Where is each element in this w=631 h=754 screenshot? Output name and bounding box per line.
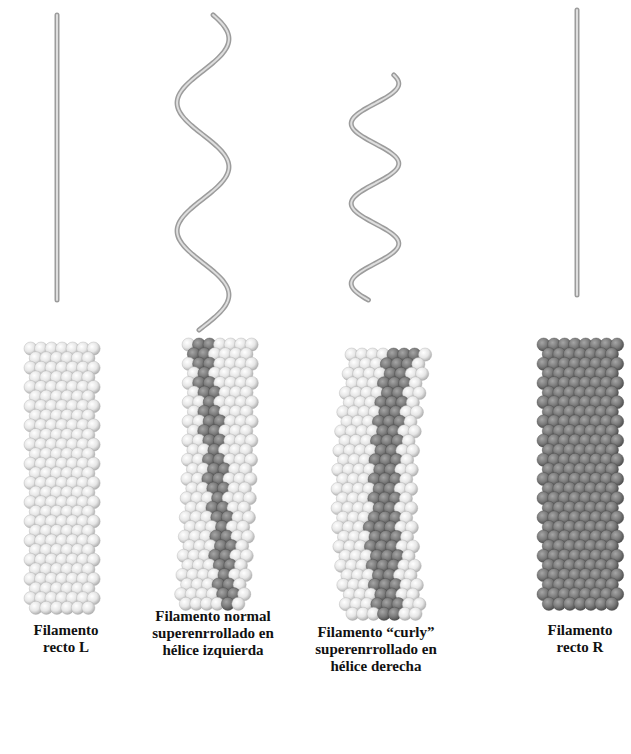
subunit-sphere bbox=[605, 597, 618, 610]
straight-filament-axis bbox=[55, 15, 60, 300]
straight-filament-axis bbox=[575, 10, 580, 295]
straight-l-filament-model bbox=[24, 342, 100, 614]
right-helix-filament-axis bbox=[351, 75, 399, 300]
filament-label: Filamento “curly” superenrrollado en hél… bbox=[310, 624, 442, 675]
left-helix-filament-axis bbox=[177, 15, 229, 330]
right-helix-filament-axis-highlight bbox=[351, 75, 399, 300]
straight-r-filament-model bbox=[537, 338, 624, 610]
subunit-sphere bbox=[409, 607, 422, 620]
left-helix-filament-axis-highlight bbox=[177, 15, 229, 330]
straight-filament-axis-highlight bbox=[56, 15, 58, 300]
left-helix-filament-model bbox=[175, 338, 259, 610]
filament-label: Filamento recto L bbox=[18, 622, 114, 656]
subunit-sphere bbox=[82, 601, 95, 614]
filament-label: Filamento recto R bbox=[537, 622, 623, 656]
filament-label: Filamento normal superenrrollado en héli… bbox=[151, 608, 275, 659]
right-helix-filament-model bbox=[331, 348, 432, 620]
straight-filament-axis-highlight bbox=[576, 10, 578, 295]
